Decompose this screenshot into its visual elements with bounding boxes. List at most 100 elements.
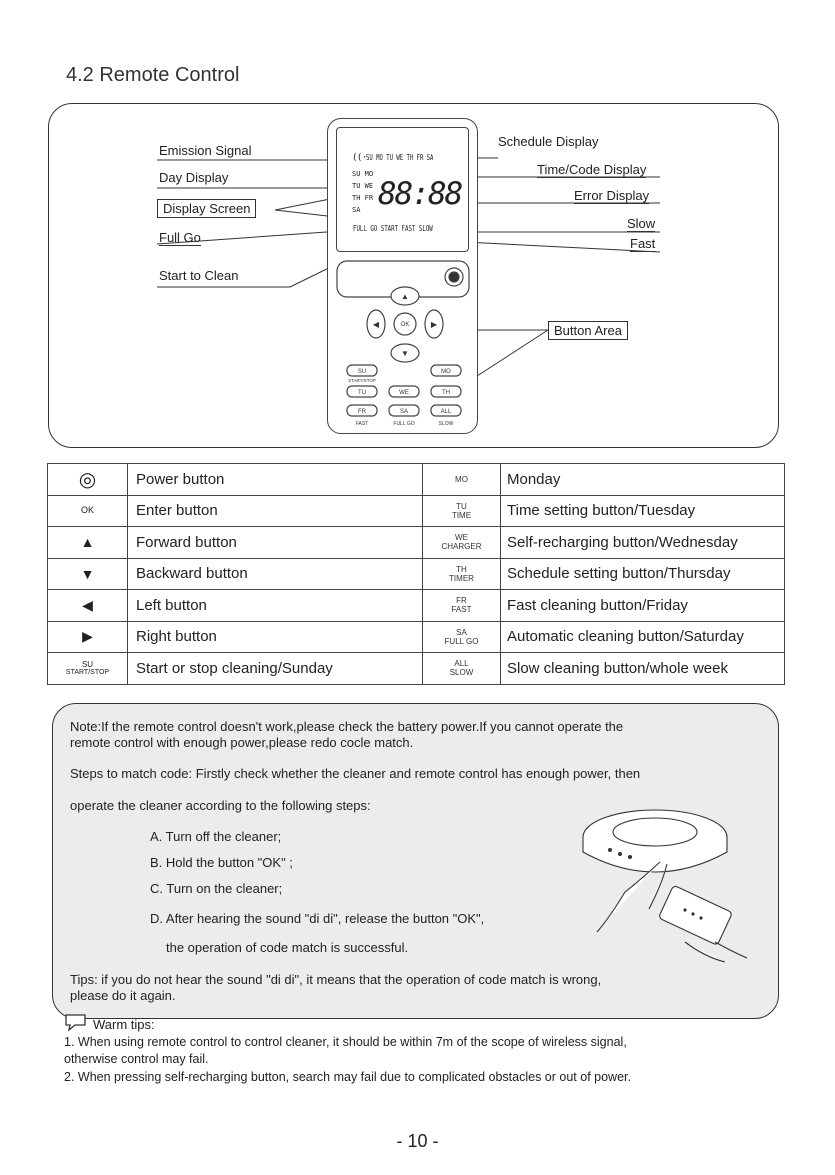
lcd-time-digits: 88:88 <box>378 176 463 212</box>
svg-text:FULL GO: FULL GO <box>393 421 414 427</box>
fast-label: Fast <box>630 236 656 252</box>
svg-text:MO: MO <box>441 369 451 375</box>
key-label-sub: CHARGER <box>441 542 482 552</box>
remote-diagram-panel <box>48 103 779 448</box>
lcd-day-sa: SA <box>352 206 361 214</box>
step-b: B. Hold the button "OK" ; <box>150 855 293 870</box>
page-number: - 10 - <box>396 1131 439 1151</box>
key-label: FR <box>456 596 467 606</box>
forward-button[interactable] <box>390 286 420 306</box>
svg-text:▶: ▶ <box>431 320 438 329</box>
table-icon-cell: ◎ <box>47 463 128 496</box>
remote-buttons: ▲ ▼ ◀ ▶ OK SU MO START/STOP TU WE TH FR … <box>336 260 470 427</box>
speech-bubble-icon <box>65 1014 86 1032</box>
lcd-day-su-mo: SU MO <box>352 170 374 178</box>
key-label-sub: TIMER <box>449 573 474 583</box>
table-desc-cell: Power button <box>127 463 423 496</box>
all-button[interactable] <box>430 404 462 417</box>
key-label-sub: TIME <box>451 510 472 520</box>
svg-text:TU: TU <box>358 390 366 396</box>
fr-button[interactable] <box>346 404 378 417</box>
emission-signal-label: Emission Signal <box>159 143 252 158</box>
svg-text:◀: ◀ <box>373 320 380 329</box>
table-func-cell: Slow cleaning button/whole week <box>500 652 785 685</box>
key-label-sub: FAST <box>451 605 472 615</box>
key-label: SA <box>456 627 467 637</box>
key-icon: ◎ <box>78 468 97 491</box>
key-label: WE <box>455 533 468 543</box>
ok-button[interactable] <box>393 312 417 336</box>
key-icon: SU <box>81 659 94 669</box>
key-label: ALL <box>454 659 469 669</box>
key-icon-sub: START/STOP <box>65 668 110 676</box>
key-icon: ▶ <box>82 628 93 645</box>
table-func-cell: Self-recharging button/Wednesday <box>500 526 785 559</box>
key-label: TU <box>456 501 467 511</box>
svg-text:OK: OK <box>401 322 410 328</box>
left-button[interactable] <box>366 309 386 339</box>
svg-text:SA: SA <box>400 409 408 415</box>
table-key-cell: MO <box>422 463 501 496</box>
svg-text:▲: ▲ <box>401 292 409 301</box>
tu-button[interactable] <box>346 385 378 398</box>
table-desc-cell: Enter button <box>127 494 423 527</box>
table-func-cell: Fast cleaning button/Friday <box>500 589 785 622</box>
key-icon: ▲ <box>80 534 95 551</box>
warm-tip-2: 2. When pressing self-recharging button,… <box>64 1070 631 1084</box>
key-icon: ◀ <box>82 596 93 613</box>
steps-intro-1: Steps to match code: Firstly check wheth… <box>70 766 641 781</box>
we-button[interactable] <box>388 385 420 398</box>
table-func-cell: Time setting button/Tuesday <box>500 494 785 527</box>
error-display-label: Error Display <box>574 188 650 204</box>
backward-button[interactable] <box>390 343 420 363</box>
svg-text:START/STOP: START/STOP <box>348 378 376 383</box>
warm-tip-1a: 1. When using remote control to control … <box>64 1035 627 1049</box>
table-desc-cell: Left button <box>127 589 423 622</box>
day-display-label: Day Display <box>159 170 229 185</box>
schedule-display-label: Schedule Display <box>498 134 599 149</box>
steps-intro-2: operate the cleaner according to the fol… <box>70 798 371 813</box>
svg-text:SLOW: SLOW <box>439 421 454 427</box>
table-icon-cell: ▶ <box>47 620 128 653</box>
table-func-cell: Schedule setting button/Thursday <box>500 557 785 590</box>
note-line-2: remote control with enough power,please … <box>70 735 414 750</box>
table-icon-cell: OK <box>47 494 128 527</box>
button-area-label: Button Area <box>548 321 628 340</box>
su-button[interactable] <box>346 364 378 377</box>
tips-line-1: Tips: if you do not hear the sound "di d… <box>70 972 602 987</box>
warm-tips-heading: Warm tips: <box>93 1017 155 1032</box>
step-a: A. Turn off the cleaner; <box>150 829 282 844</box>
key-label: MO <box>455 474 468 484</box>
lcd-screen <box>336 127 469 252</box>
step-d-2: the operation of code match is successfu… <box>166 940 409 955</box>
table-icon-cell: ▼ <box>47 557 128 590</box>
table-icon-cell: ◀ <box>47 589 128 622</box>
lcd-day-tu-we: TU WE <box>352 182 374 190</box>
th-button[interactable] <box>430 385 462 398</box>
mo-button[interactable] <box>430 364 462 377</box>
section-title: 4.2 Remote Control <box>66 64 240 86</box>
table-desc-cell: Forward button <box>127 526 423 559</box>
sa-button[interactable] <box>388 404 420 417</box>
lcd-schedule-days: SU MO TU WE TH FR SA <box>366 153 434 162</box>
table-desc-cell: Backward button <box>127 557 423 590</box>
table-func-cell: Automatic cleaning button/Saturday <box>500 620 785 653</box>
svg-text:FAST: FAST <box>356 421 369 427</box>
key-icon: ▼ <box>80 565 95 582</box>
lcd-status-row: FULL GO START FAST SLOW <box>353 224 433 233</box>
right-button[interactable] <box>424 309 444 339</box>
key-icon: OK <box>80 505 94 516</box>
svg-text:TH: TH <box>442 390 450 396</box>
lcd-day-th-fr: TH FR <box>352 194 374 202</box>
step-c: C. Turn on the cleaner; <box>150 881 283 896</box>
